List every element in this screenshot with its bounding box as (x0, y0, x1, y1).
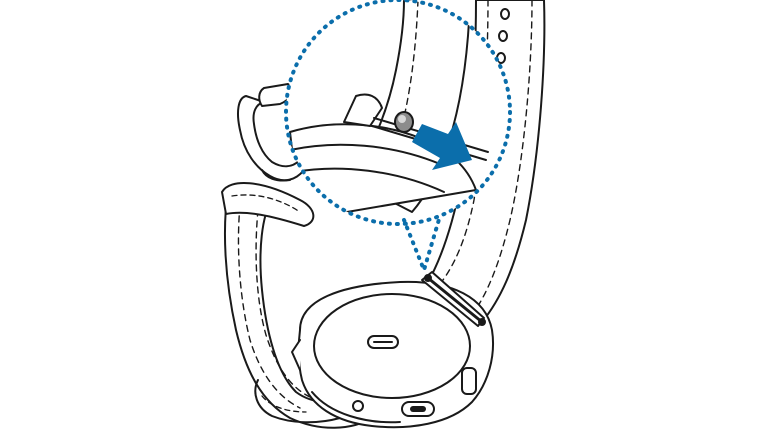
slide-direction-arrow-icon (412, 122, 472, 170)
left-strap (221, 83, 373, 429)
watch-case (291, 271, 494, 429)
zoom-callout (284, 0, 512, 272)
